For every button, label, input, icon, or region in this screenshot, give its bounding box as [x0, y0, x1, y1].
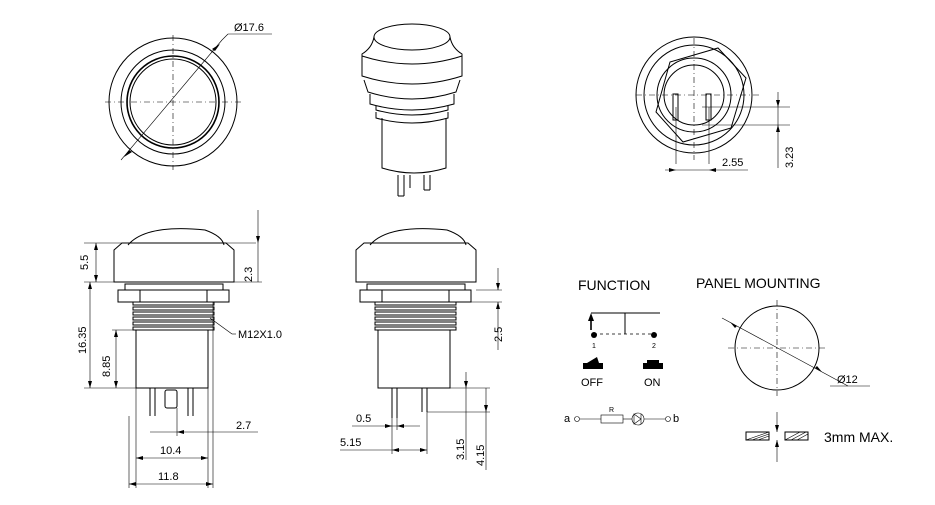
pitch-v-label: 3.23	[784, 147, 796, 168]
housing-height-label: 8.85	[101, 356, 113, 377]
terminal-thickness-label: 0.5	[356, 413, 371, 425]
node-b-label: b	[673, 413, 679, 425]
on-label: ON	[644, 377, 661, 389]
terminal-offset-label: 5.15	[340, 437, 361, 449]
panel-title: PANEL MOUNTING	[696, 275, 820, 291]
resistor-label: R	[609, 407, 614, 414]
nut-thickness-label: 2.5	[493, 327, 505, 342]
thread	[132, 301, 215, 331]
function-diagram: FUNCTION 1 2 OFF ON a R b	[564, 277, 679, 426]
body-height-label: 16.35	[77, 326, 89, 354]
panel-mounting: PANEL MOUNTING Ø12 3mm MAX.	[696, 275, 893, 462]
max-thickness-label: 3mm MAX.	[824, 429, 893, 445]
pitch-h-label: 2.55	[722, 157, 743, 169]
thread-label: M12X1.0	[238, 329, 282, 341]
pin1-label: 1	[592, 343, 596, 350]
head-diameter-label: Ø17.6	[234, 22, 264, 34]
housing-width-label: 10.4	[160, 445, 181, 457]
perspective-view	[361, 23, 463, 197]
side-view-right: 2.5 0.5 5.15 3.15 4.15	[340, 228, 505, 470]
terminal-length-label: 3.15	[455, 439, 467, 460]
top-view: Ø17.6	[105, 22, 272, 170]
pin2-label: 2	[652, 343, 656, 350]
terminal-total-label: 4.15	[475, 445, 487, 466]
bottom-view: 2.55 3.23	[635, 36, 796, 172]
side-view-left: 5.5 2.3 16.35 8.85 M12X1.0 2.7 10.4	[77, 210, 282, 488]
function-title: FUNCTION	[578, 277, 650, 293]
off-label: OFF	[581, 377, 603, 389]
nut-width-label: 11.8	[158, 471, 179, 483]
panel-hole-label: Ø12	[837, 374, 858, 386]
terminal-width-label: 2.7	[236, 420, 251, 432]
head-height-label: 5.5	[79, 255, 91, 270]
dome-height-label: 2.3	[243, 267, 255, 282]
node-a-label: a	[564, 413, 571, 425]
